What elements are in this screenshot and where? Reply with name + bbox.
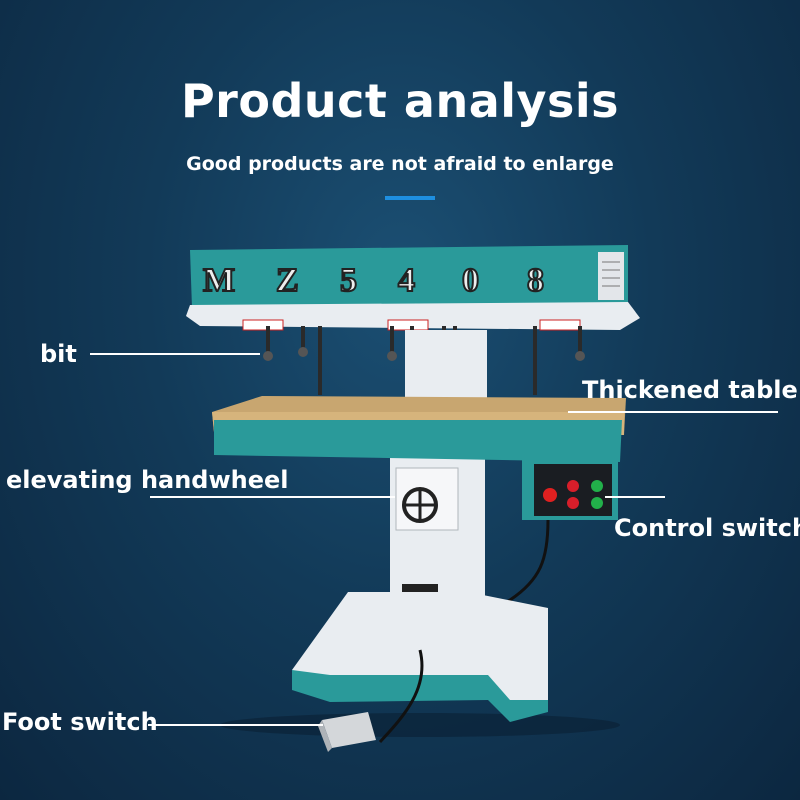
foot-switch-graphic bbox=[318, 712, 376, 752]
model-letter: 0 bbox=[462, 262, 479, 299]
page-title: Product analysis bbox=[180, 74, 620, 128]
callout-foot-label: Foot switch bbox=[2, 708, 158, 736]
callout-handwheel-label: elevating handwheel bbox=[6, 466, 289, 494]
callout-control-line bbox=[605, 496, 665, 498]
control-box-graphic bbox=[522, 460, 618, 520]
model-letter: Z bbox=[276, 262, 299, 299]
model-letter: 5 bbox=[340, 262, 357, 299]
model-letter: 4 bbox=[398, 262, 415, 299]
elevating-handwheel-graphic bbox=[395, 467, 459, 531]
machine-head bbox=[186, 245, 640, 331]
callout-handwheel-line bbox=[150, 496, 395, 498]
callout-table-line bbox=[568, 411, 778, 413]
callout-control-label: Control switch bbox=[614, 514, 800, 542]
callout-bit-label: bit bbox=[40, 340, 77, 368]
callout-bit-line bbox=[90, 353, 260, 355]
model-letter: M bbox=[203, 262, 235, 299]
callout-foot-line bbox=[148, 724, 323, 726]
callout-table-label: Thickened table bbox=[582, 376, 798, 404]
page-subtitle: Good products are not afraid to enlarge bbox=[186, 153, 614, 175]
model-letter: 8 bbox=[527, 262, 544, 299]
accent-divider bbox=[385, 196, 435, 200]
